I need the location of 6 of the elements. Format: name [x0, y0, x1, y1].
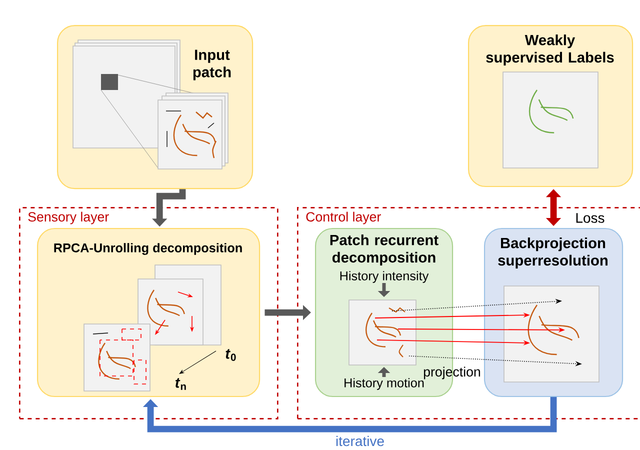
edge-label: Loss: [574, 212, 606, 224]
time-label: t$_{n}$: [175, 378, 186, 390]
time-label: t$_{0}$: [226, 349, 236, 361]
text-label: projection: [424, 366, 480, 380]
arrow: [142, 397, 557, 432]
edge-label: iterative: [334, 434, 386, 448]
